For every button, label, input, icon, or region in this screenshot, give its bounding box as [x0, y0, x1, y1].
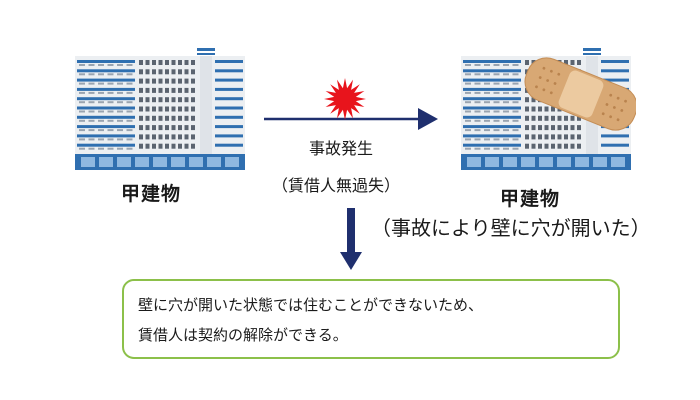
right-building-illustration — [461, 48, 636, 170]
explosion-icon — [324, 78, 366, 120]
conclusion-line-2: 賃借人は契約の解除ができる。 — [138, 326, 348, 344]
conclusion-box: 壁に穴が開いた状態では住むことができないため、 賃借人は契約の解除ができる。 — [122, 279, 620, 359]
conclusion-line-1: 壁に穴が開いた状態では住むことができないため、 — [138, 296, 484, 314]
event-arrow — [264, 108, 438, 130]
bandage-icon — [524, 57, 636, 131]
right-building-caption: （事故により壁に穴が開いた） — [371, 216, 651, 240]
left-building-illustration — [75, 48, 245, 170]
event-title: 事故発生 — [309, 139, 374, 158]
result-arrow — [340, 208, 362, 270]
left-building-label: 甲建物 — [121, 183, 182, 205]
right-building-label: 甲建物 — [500, 188, 561, 210]
event-subtitle: （賃借人無過失） — [272, 176, 401, 195]
